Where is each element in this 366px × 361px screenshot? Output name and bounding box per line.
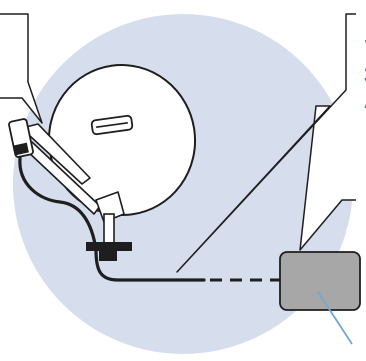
lnb-cap bbox=[13, 142, 29, 156]
tuner-pointer-line bbox=[317, 291, 353, 345]
satellite-dish-icon bbox=[8, 64, 197, 261]
lnb-cable bbox=[18, 156, 98, 252]
callout-bubble-right bbox=[176, 13, 356, 273]
tuner-box-icon bbox=[279, 251, 361, 311]
pole-clamp bbox=[86, 242, 132, 251]
dish-logo-plate bbox=[90, 114, 134, 136]
coax-cable bbox=[94, 248, 206, 282]
callout-bubble-left bbox=[0, 13, 43, 124]
callout-right-edge-mask bbox=[356, 10, 366, 210]
dish-pole bbox=[103, 213, 115, 245]
dish-mount-bracket bbox=[95, 191, 125, 223]
pole-base bbox=[99, 251, 117, 261]
